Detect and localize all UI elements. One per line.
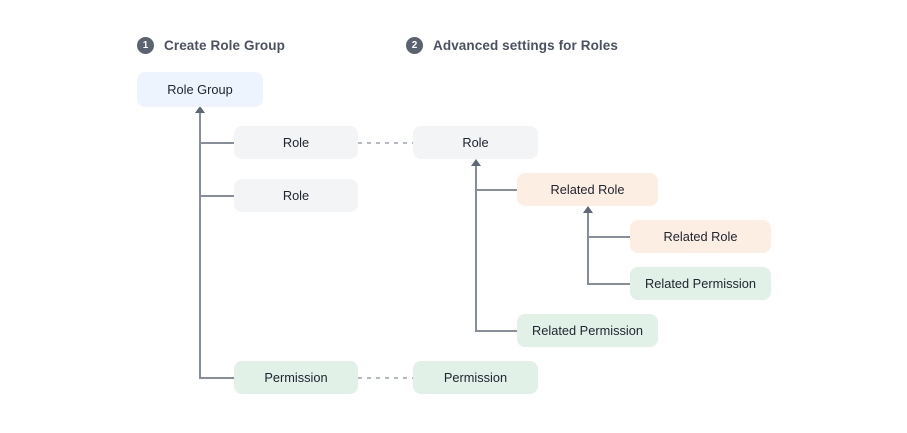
connector-trunk-left — [199, 113, 201, 379]
step-header-2: 2 Advanced settings for Roles — [406, 37, 618, 54]
connector-branch-role-2 — [199, 195, 235, 197]
node-role-group-label: Role Group — [167, 82, 233, 97]
node-related-permission-2-label: Related Permission — [532, 323, 643, 338]
step-badge-1: 1 — [137, 37, 154, 54]
step-label-1: Create Role Group — [164, 38, 285, 53]
node-role-right-label: Role — [462, 135, 489, 150]
connector-trunk-right — [475, 166, 477, 332]
connector-branch-related-permission-1 — [587, 283, 631, 285]
node-related-permission-2[interactable]: Related Permission — [517, 314, 658, 347]
node-permission-left[interactable]: Permission — [234, 361, 358, 394]
node-related-role-2-label: Related Role — [663, 229, 738, 244]
connector-arrow-role-group — [195, 106, 205, 113]
connector-trunk-related — [587, 213, 589, 285]
node-related-permission-1[interactable]: Related Permission — [630, 267, 771, 300]
dotted-connector-permission — [358, 377, 413, 379]
node-permission-left-label: Permission — [264, 370, 328, 385]
node-role-left-2[interactable]: Role — [234, 179, 358, 212]
node-permission-right[interactable]: Permission — [413, 361, 538, 394]
connector-branch-related-role-1 — [475, 189, 518, 191]
connector-arrow-related-role-1 — [583, 206, 593, 213]
connector-branch-permission-left — [199, 377, 235, 379]
node-related-role-1-label: Related Role — [550, 182, 625, 197]
node-related-role-2[interactable]: Related Role — [630, 220, 771, 253]
connector-arrow-role-right — [471, 159, 481, 166]
node-related-role-1[interactable]: Related Role — [517, 173, 658, 206]
node-permission-right-label: Permission — [443, 370, 508, 385]
step-label-2: Advanced settings for Roles — [433, 38, 618, 53]
node-role-left-2-label: Role — [282, 188, 310, 203]
step-badge-2: 2 — [406, 37, 423, 54]
connector-branch-related-permission-2 — [475, 330, 518, 332]
connector-branch-related-role-2 — [587, 236, 631, 238]
node-role-group[interactable]: Role Group — [137, 72, 263, 107]
step-header-1: 1 Create Role Group — [137, 37, 285, 54]
node-related-permission-1-label: Related Permission — [645, 276, 756, 291]
dotted-connector-role — [358, 142, 413, 144]
node-role-left-1-label: Role — [282, 135, 310, 150]
node-role-right[interactable]: Role — [413, 126, 538, 159]
connector-branch-role-1 — [199, 142, 235, 144]
node-role-left-1[interactable]: Role — [234, 126, 358, 159]
